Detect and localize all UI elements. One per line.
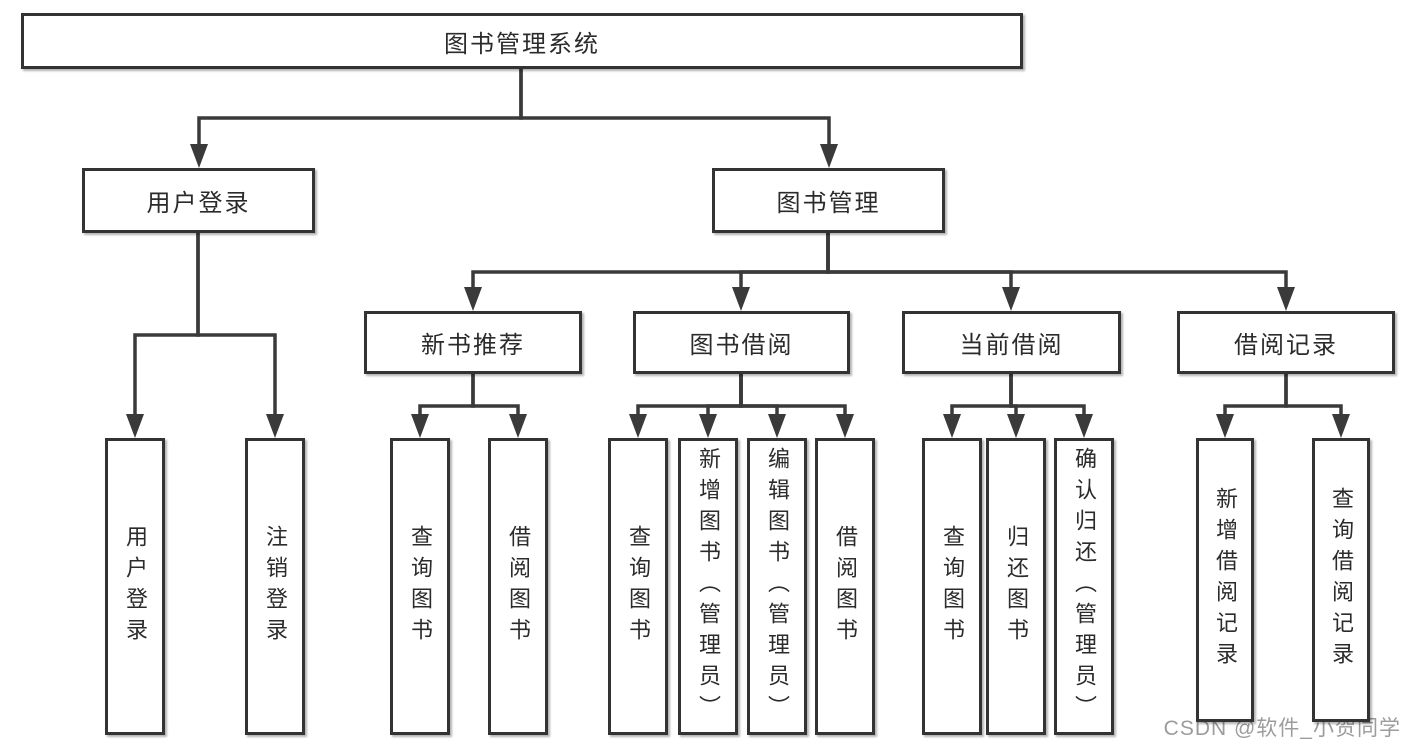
arrowhead-bb-to-query [629, 414, 647, 438]
arrowhead-nb-to-query [411, 414, 429, 438]
arrowhead-root-to-user-login [190, 144, 208, 168]
arrowhead-br-to-query [1332, 414, 1350, 438]
arrowhead-bb-to-edit [768, 414, 786, 438]
edge-root-to-book-management [519, 69, 831, 149]
arrowhead-nb-to-borrow [509, 414, 527, 438]
edge-mgmt-to-current-borrow [826, 233, 1013, 292]
node-leaf-br-add: 新增借阅记录 [1196, 438, 1254, 722]
node-leaf-bb-edit: 编辑图书（管理员） [747, 438, 807, 735]
edge-nb-to-borrow [471, 374, 520, 419]
node-new-book-recommend: 新书推荐 [364, 311, 582, 374]
node-user-login: 用户登录 [82, 168, 315, 233]
edge-cb-to-confirm [1009, 374, 1086, 419]
edge-bb-to-borrow [739, 374, 847, 419]
arrowhead-cb-to-return [1007, 414, 1025, 438]
edge-br-to-add [1223, 374, 1288, 419]
edge-login-to-leaf-login [133, 233, 200, 419]
node-current-borrow: 当前借阅 [902, 311, 1121, 374]
edge-bb-to-edit [739, 374, 779, 419]
node-root: 图书管理系统 [21, 13, 1023, 69]
arrowhead-mgmt-to-book-borrow [732, 287, 750, 311]
edge-cb-to-return [1009, 374, 1018, 419]
arrowhead-br-to-add [1216, 414, 1234, 438]
edge-nb-to-query [418, 374, 475, 419]
edge-mgmt-to-new-book [471, 233, 830, 292]
edge-root-to-user-login [197, 69, 523, 149]
node-leaf-nb-borrow: 借阅图书 [488, 438, 548, 735]
edge-bb-to-add [706, 374, 743, 419]
arrowhead-login-to-leaf-logout [266, 414, 284, 438]
node-book-borrow: 图书借阅 [633, 311, 850, 374]
node-leaf-user-login: 用户登录 [105, 438, 165, 735]
arrowhead-mgmt-to-borrow-records [1277, 287, 1295, 311]
arrowhead-cb-to-confirm [1075, 414, 1093, 438]
node-borrow-records: 借阅记录 [1177, 311, 1395, 374]
node-leaf-br-query: 查询借阅记录 [1312, 438, 1370, 722]
arrowhead-bb-to-borrow [836, 414, 854, 438]
arrowhead-root-to-book-management [820, 144, 838, 168]
edge-br-to-query [1284, 374, 1343, 419]
arrowhead-cb-to-query [943, 414, 961, 438]
arrowhead-mgmt-to-new-book [464, 287, 482, 311]
edge-login-to-leaf-logout [196, 233, 277, 419]
edge-bb-to-query [636, 374, 743, 419]
node-leaf-bb-borrow: 借阅图书 [815, 438, 875, 735]
arrowhead-login-to-leaf-login [126, 414, 144, 438]
edge-mgmt-to-borrow-records [826, 233, 1288, 292]
node-leaf-bb-query: 查询图书 [608, 438, 668, 735]
csdn-watermark: CSDN @软件_小贺同学 [1163, 717, 1401, 740]
node-leaf-logout: 注销登录 [245, 438, 305, 735]
node-book-management: 图书管理 [712, 168, 945, 233]
node-leaf-bb-add: 新增图书（管理员） [678, 438, 738, 735]
node-leaf-nb-query: 查询图书 [390, 438, 450, 735]
node-leaf-cb-confirm: 确认归还（管理员） [1054, 438, 1114, 735]
node-leaf-cb-query: 查询图书 [922, 438, 982, 735]
node-leaf-cb-return: 归还图书 [986, 438, 1046, 735]
edge-mgmt-to-book-borrow [739, 233, 830, 292]
arrowhead-mgmt-to-current-borrow [1002, 287, 1020, 311]
edge-cb-to-query [950, 374, 1013, 419]
arrowhead-bb-to-add [699, 414, 717, 438]
